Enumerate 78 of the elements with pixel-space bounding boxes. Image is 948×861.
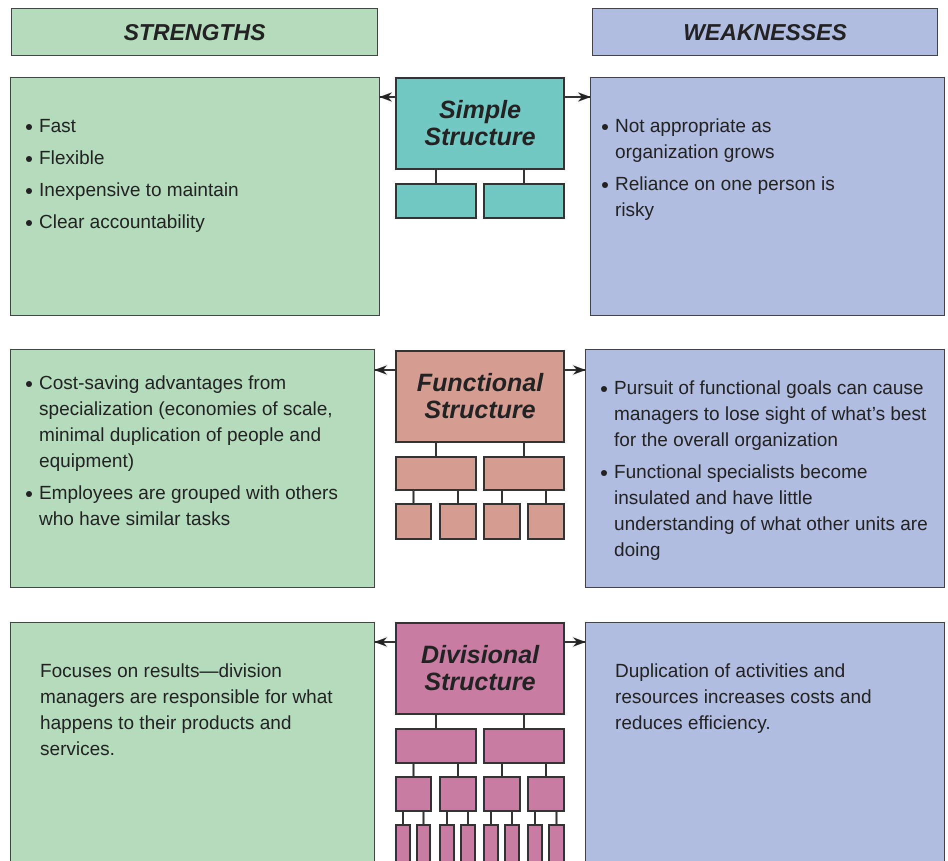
org-chart-line bbox=[523, 715, 525, 728]
bullet-item: Employees are grouped with others who have similar tasks bbox=[25, 481, 357, 533]
org-chart-box bbox=[439, 776, 477, 812]
org-chart-line bbox=[545, 491, 547, 503]
org-chart-box bbox=[416, 824, 431, 861]
org-chart-line bbox=[412, 491, 414, 503]
header-bar bbox=[592, 8, 938, 56]
org-chart-box bbox=[483, 183, 565, 219]
org-chart-box bbox=[395, 183, 477, 219]
arrow bbox=[374, 365, 395, 375]
org-chart-line bbox=[457, 764, 459, 776]
org-chart-line bbox=[435, 715, 437, 728]
structure-title: Simple Structure bbox=[423, 96, 537, 150]
org-chart-line bbox=[457, 491, 459, 503]
org-chart-box bbox=[460, 824, 476, 861]
structure-title: Divisional Structure bbox=[420, 642, 540, 696]
org-chart-line bbox=[435, 170, 437, 183]
org-chart-box bbox=[527, 776, 565, 812]
org-chart-box bbox=[395, 824, 411, 861]
org-chart-line bbox=[412, 764, 414, 776]
text-panel bbox=[10, 349, 375, 588]
org-chart-box bbox=[483, 776, 521, 812]
org-chart-box bbox=[483, 824, 499, 861]
bullet-item: Flexible bbox=[25, 146, 339, 172]
org-chart-line bbox=[402, 812, 404, 824]
text-panel bbox=[585, 349, 945, 588]
structure-title: Functional Structure bbox=[416, 370, 544, 424]
org-chart-box bbox=[395, 728, 477, 764]
bullet-item: Reliance on one person is risky bbox=[601, 172, 840, 224]
org-chart-box bbox=[527, 503, 565, 540]
header-text: WEAKNESSES bbox=[683, 18, 847, 46]
org-chart-line bbox=[534, 812, 536, 824]
org-chart-box bbox=[395, 456, 477, 491]
arrow bbox=[565, 637, 586, 647]
bullet-item: Functional specialists become insulated and have little understanding of what other units are doing bbox=[600, 460, 936, 564]
org-chart-line bbox=[446, 812, 448, 824]
text-panel bbox=[10, 622, 375, 861]
header-bar bbox=[11, 8, 378, 56]
structure-box bbox=[395, 350, 565, 443]
org-chart-box bbox=[504, 824, 520, 861]
text-panel bbox=[585, 622, 945, 861]
org-chart-box bbox=[395, 503, 432, 540]
bullet-item: Cost-saving advantages from specialization (economies of scale, minimal duplication of people and equipment) bbox=[25, 371, 357, 475]
bullet-item: Clear accountability bbox=[25, 210, 339, 236]
org-chart-line bbox=[501, 491, 503, 503]
bullet-item: Inexpensive to maintain bbox=[25, 178, 339, 204]
org-chart-line bbox=[511, 812, 513, 824]
body-text: Focuses on results—division managers are responsible for what happens to their products and services. bbox=[40, 660, 334, 762]
org-chart-line bbox=[523, 443, 525, 456]
org-chart-box bbox=[548, 824, 565, 861]
header-text: STRENGTHS bbox=[124, 18, 266, 46]
org-chart-box bbox=[527, 824, 543, 861]
text-panel bbox=[590, 77, 945, 316]
org-chart-line bbox=[556, 812, 558, 824]
org-chart-line bbox=[501, 764, 503, 776]
org-chart-line bbox=[490, 812, 492, 824]
bullet-item: Pursuit of functional goals can cause managers to lose sight of what’s best for the overall organization bbox=[600, 376, 936, 454]
org-chart-line bbox=[422, 812, 424, 824]
body-text: Duplication of activities and resources increases costs and reduces efficiency. bbox=[615, 660, 873, 736]
structure-box bbox=[395, 622, 565, 715]
org-chart-line bbox=[523, 170, 525, 183]
text-panel bbox=[10, 77, 380, 316]
org-chart-box bbox=[395, 776, 432, 812]
org-chart-box bbox=[483, 503, 521, 540]
org-chart-box bbox=[439, 503, 477, 540]
org-chart-box bbox=[439, 824, 455, 861]
arrow bbox=[565, 365, 586, 375]
bullet-item: Fast bbox=[25, 114, 339, 140]
arrow bbox=[374, 637, 395, 647]
bullet-item: Not appropriate as organization grows bbox=[601, 114, 840, 166]
org-chart-box bbox=[483, 728, 565, 764]
org-chart-line bbox=[545, 764, 547, 776]
org-chart-line bbox=[435, 443, 437, 456]
org-chart-line bbox=[467, 812, 469, 824]
structure-box bbox=[395, 77, 565, 170]
org-chart-box bbox=[483, 456, 565, 491]
arrow bbox=[565, 92, 591, 102]
arrow bbox=[379, 92, 395, 102]
